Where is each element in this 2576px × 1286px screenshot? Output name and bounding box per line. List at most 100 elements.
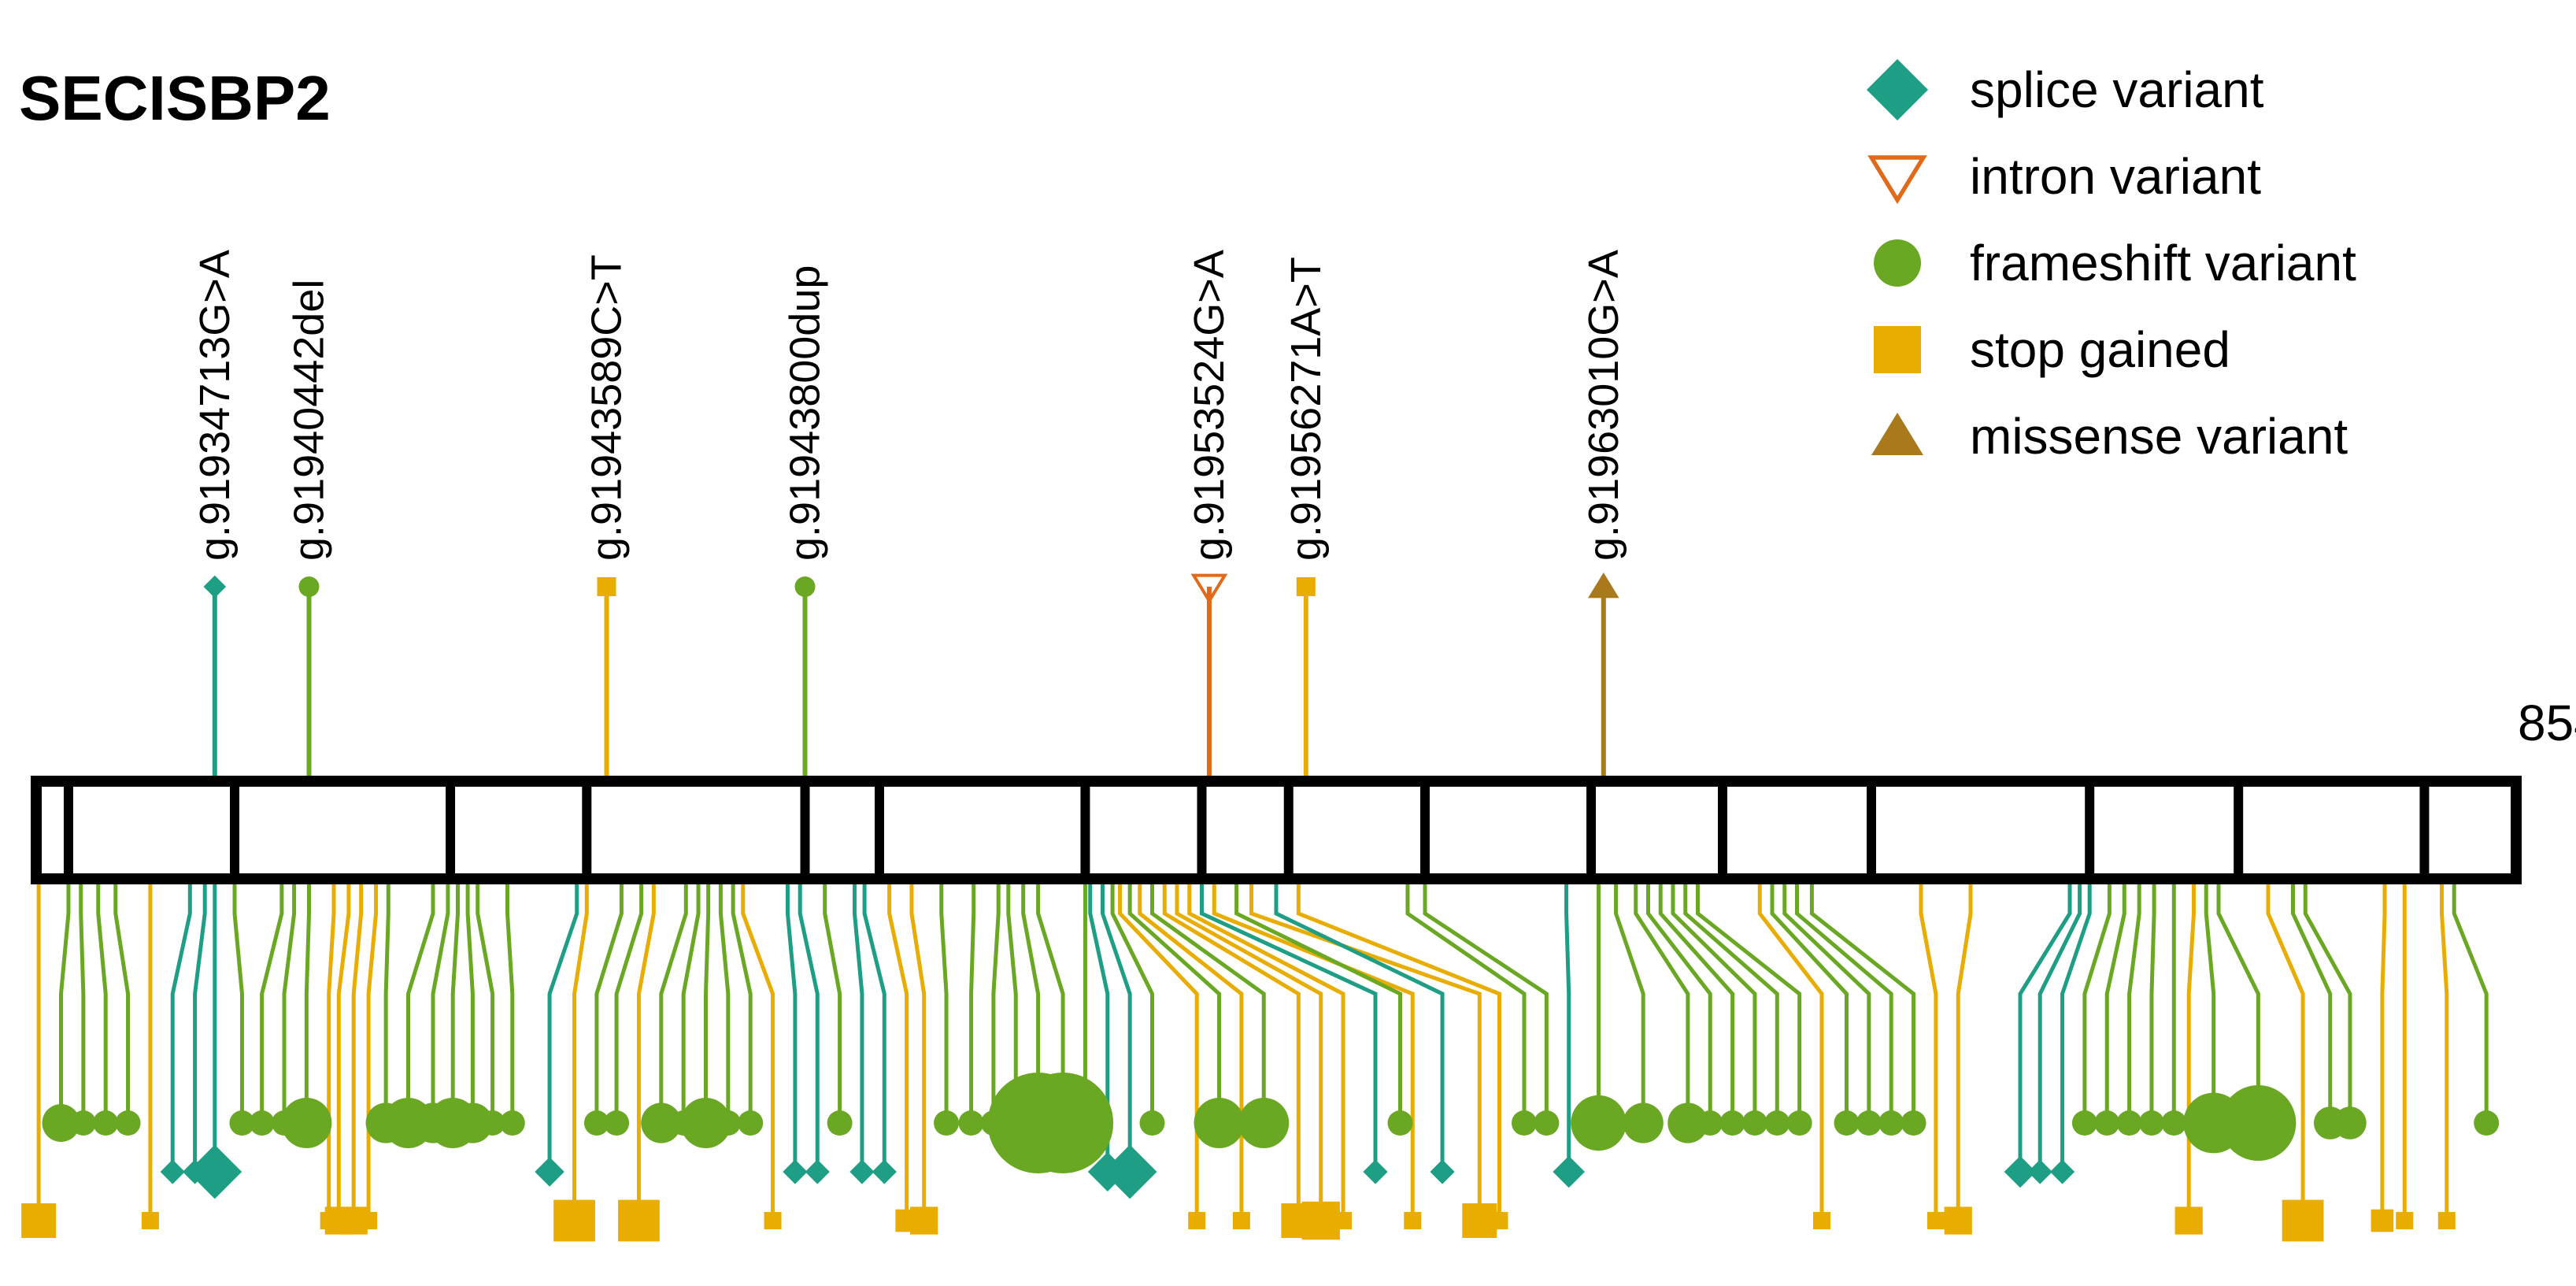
variant-stem bbox=[59, 879, 71, 1123]
variant-stem bbox=[431, 879, 450, 1123]
variant-stem bbox=[336, 879, 351, 1221]
variant-marker bbox=[1901, 1110, 1926, 1136]
variant-marker bbox=[141, 1212, 159, 1229]
variant-stem bbox=[909, 879, 927, 1221]
legend-symbol-missense-variant bbox=[1871, 413, 1923, 455]
variant-marker bbox=[187, 1144, 242, 1199]
variant-marker bbox=[1534, 1110, 1560, 1136]
variant-marker bbox=[2371, 1209, 2394, 1232]
variant-marker bbox=[203, 575, 227, 599]
variant-stem bbox=[1405, 879, 1527, 1123]
variant-marker bbox=[1188, 1212, 1206, 1229]
variant-marker bbox=[2437, 1212, 2456, 1229]
variant-stem bbox=[366, 879, 379, 1221]
variant-stem bbox=[2204, 879, 2216, 1123]
variant-stem bbox=[1296, 879, 1501, 1221]
variant-stem bbox=[1036, 879, 1065, 1123]
variant-stem bbox=[1795, 879, 1893, 1123]
variant-stem bbox=[406, 879, 435, 1123]
variant-marker bbox=[738, 1110, 764, 1136]
variant-stem bbox=[1127, 879, 1222, 1123]
variant-label: g.91940442del bbox=[286, 280, 333, 561]
variant-marker bbox=[452, 1103, 494, 1143]
variant-stem bbox=[2104, 879, 2126, 1123]
variant-marker bbox=[1072, 1110, 1098, 1136]
variant-stem bbox=[1919, 879, 1938, 1221]
variant-stem bbox=[718, 879, 731, 1123]
variant-marker bbox=[1856, 1110, 1882, 1136]
variant-stem bbox=[79, 879, 86, 1123]
variant-stem bbox=[2216, 879, 2260, 1123]
variant-stem bbox=[1118, 879, 1199, 1221]
variant-marker bbox=[1571, 1095, 1627, 1151]
variant-marker bbox=[2004, 1155, 2037, 1188]
variant-stem bbox=[2291, 879, 2333, 1123]
variant-stem bbox=[1564, 879, 1571, 1172]
variant-stem bbox=[1646, 879, 1712, 1123]
variant-marker bbox=[715, 1110, 741, 1136]
variant-marker bbox=[1667, 1103, 1708, 1143]
variant-stem bbox=[681, 879, 701, 1123]
variant-stem bbox=[465, 879, 475, 1123]
protein-bar bbox=[31, 776, 2522, 884]
variant-marker bbox=[115, 1110, 141, 1136]
variant-stem bbox=[96, 879, 108, 1123]
variant-marker bbox=[849, 1159, 875, 1184]
variant-marker bbox=[764, 1212, 782, 1229]
variant-stem bbox=[2060, 879, 2092, 1172]
variant-stem bbox=[2127, 879, 2141, 1123]
variant-marker bbox=[1404, 1212, 1422, 1229]
variant-label: g.91956271A>T bbox=[1282, 257, 1330, 561]
variant-stem bbox=[636, 879, 656, 1221]
variant-stem bbox=[383, 879, 390, 1123]
variant-stem bbox=[1683, 879, 1779, 1123]
variant-stem bbox=[1634, 879, 1690, 1123]
variant-stem bbox=[785, 879, 798, 1172]
variant-marker bbox=[21, 1203, 57, 1238]
variant-stem bbox=[327, 879, 336, 1221]
variant-marker bbox=[1194, 1098, 1245, 1148]
variant-stem bbox=[1614, 879, 1645, 1123]
variant-stem bbox=[476, 879, 495, 1123]
variant-stem bbox=[1088, 879, 1110, 1172]
legend-label: stop gained bbox=[1970, 321, 2230, 378]
variant-stem bbox=[1187, 879, 1345, 1221]
variant-marker bbox=[583, 1110, 609, 1136]
variant-marker bbox=[1363, 1159, 1388, 1184]
variant-stem bbox=[2018, 879, 2072, 1172]
variant-label: g.91953524G>A bbox=[1186, 250, 1233, 561]
variant-marker bbox=[1764, 1110, 1790, 1136]
variant-marker bbox=[2220, 1085, 2297, 1161]
variant-stem bbox=[862, 879, 886, 1172]
variant-marker bbox=[1512, 1110, 1537, 1136]
below-stems bbox=[36, 879, 2489, 1221]
variant-stem bbox=[282, 879, 297, 1123]
variant-stem bbox=[113, 879, 131, 1123]
variant-stem bbox=[1423, 879, 1549, 1123]
variant-marker bbox=[1430, 1159, 1455, 1184]
variant-stem bbox=[614, 879, 644, 1123]
variant-stem bbox=[232, 879, 244, 1123]
variant-stem bbox=[1809, 879, 1916, 1123]
variant-marker bbox=[249, 1110, 275, 1136]
variant-marker bbox=[680, 1098, 731, 1148]
variant-marker bbox=[2049, 1159, 2075, 1184]
variant-stem bbox=[1006, 879, 1018, 1123]
variant-marker bbox=[827, 1110, 853, 1136]
variant-stem bbox=[1021, 879, 1041, 1123]
below-marks bbox=[21, 1073, 2500, 1242]
legend-symbol-stop-gained bbox=[1874, 326, 1921, 373]
variant-stem bbox=[1671, 879, 1757, 1123]
variant-stem bbox=[741, 879, 775, 1221]
variant-stem bbox=[2082, 879, 2112, 1123]
variant-stem bbox=[659, 879, 688, 1123]
protein-track bbox=[31, 776, 2522, 884]
legend-symbol-intron-variant bbox=[1867, 155, 1927, 205]
variant-marker bbox=[1834, 1110, 1860, 1136]
variant-stem bbox=[260, 879, 284, 1123]
variant-marker bbox=[794, 576, 816, 597]
variant-marker bbox=[1813, 1212, 1830, 1229]
variant-marker bbox=[160, 1159, 185, 1184]
